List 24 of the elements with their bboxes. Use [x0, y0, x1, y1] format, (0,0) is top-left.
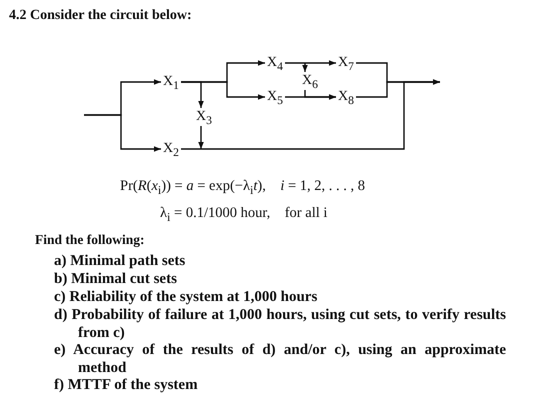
question-item: b) Minimal cut sets	[54, 271, 178, 288]
failure-rate-formula: λ$_{i}$ = 0.1/1000 hour, for all i	[160, 205, 328, 225]
reliability-formula: Pr(R(x$_{i}$)) = a = exp(−λ$_{i}$t), i = 1, 2, . . . , 8	[120, 178, 366, 198]
component-label: X$_{5}$	[267, 88, 283, 109]
question-item: d) Probability of failure at 1,000 hours, using cut sets, to verify results from c)	[54, 307, 506, 342]
wire-arrow	[302, 63, 308, 72]
wire-arrow	[181, 81, 265, 100]
component-label: X$_{2}$	[163, 140, 179, 161]
question-item: a) Minimal path sets	[54, 253, 186, 270]
question-item: c) Reliability of the system at 1,000 hours	[54, 289, 318, 306]
wire-arrow	[285, 60, 336, 66]
instructions-text: Find the following:	[35, 232, 145, 248]
component-label: X$_{6}$	[302, 72, 318, 93]
component-label: X$_{3}$	[196, 108, 212, 129]
component-label: X$_{8}$	[338, 88, 354, 109]
wire-arrow	[285, 94, 336, 100]
component-label: X$_{7}$	[338, 54, 354, 75]
problem-heading: 4.2 Consider the circuit below:	[9, 8, 192, 24]
component-label: X$_{4}$	[267, 54, 283, 75]
wire-arrow	[84, 114, 161, 152]
wire-arrow	[356, 79, 440, 98]
wire-arrow	[198, 126, 204, 149]
question-item: f) MTTF of the system	[54, 377, 199, 394]
component-label: X$_{1}$	[163, 73, 179, 94]
